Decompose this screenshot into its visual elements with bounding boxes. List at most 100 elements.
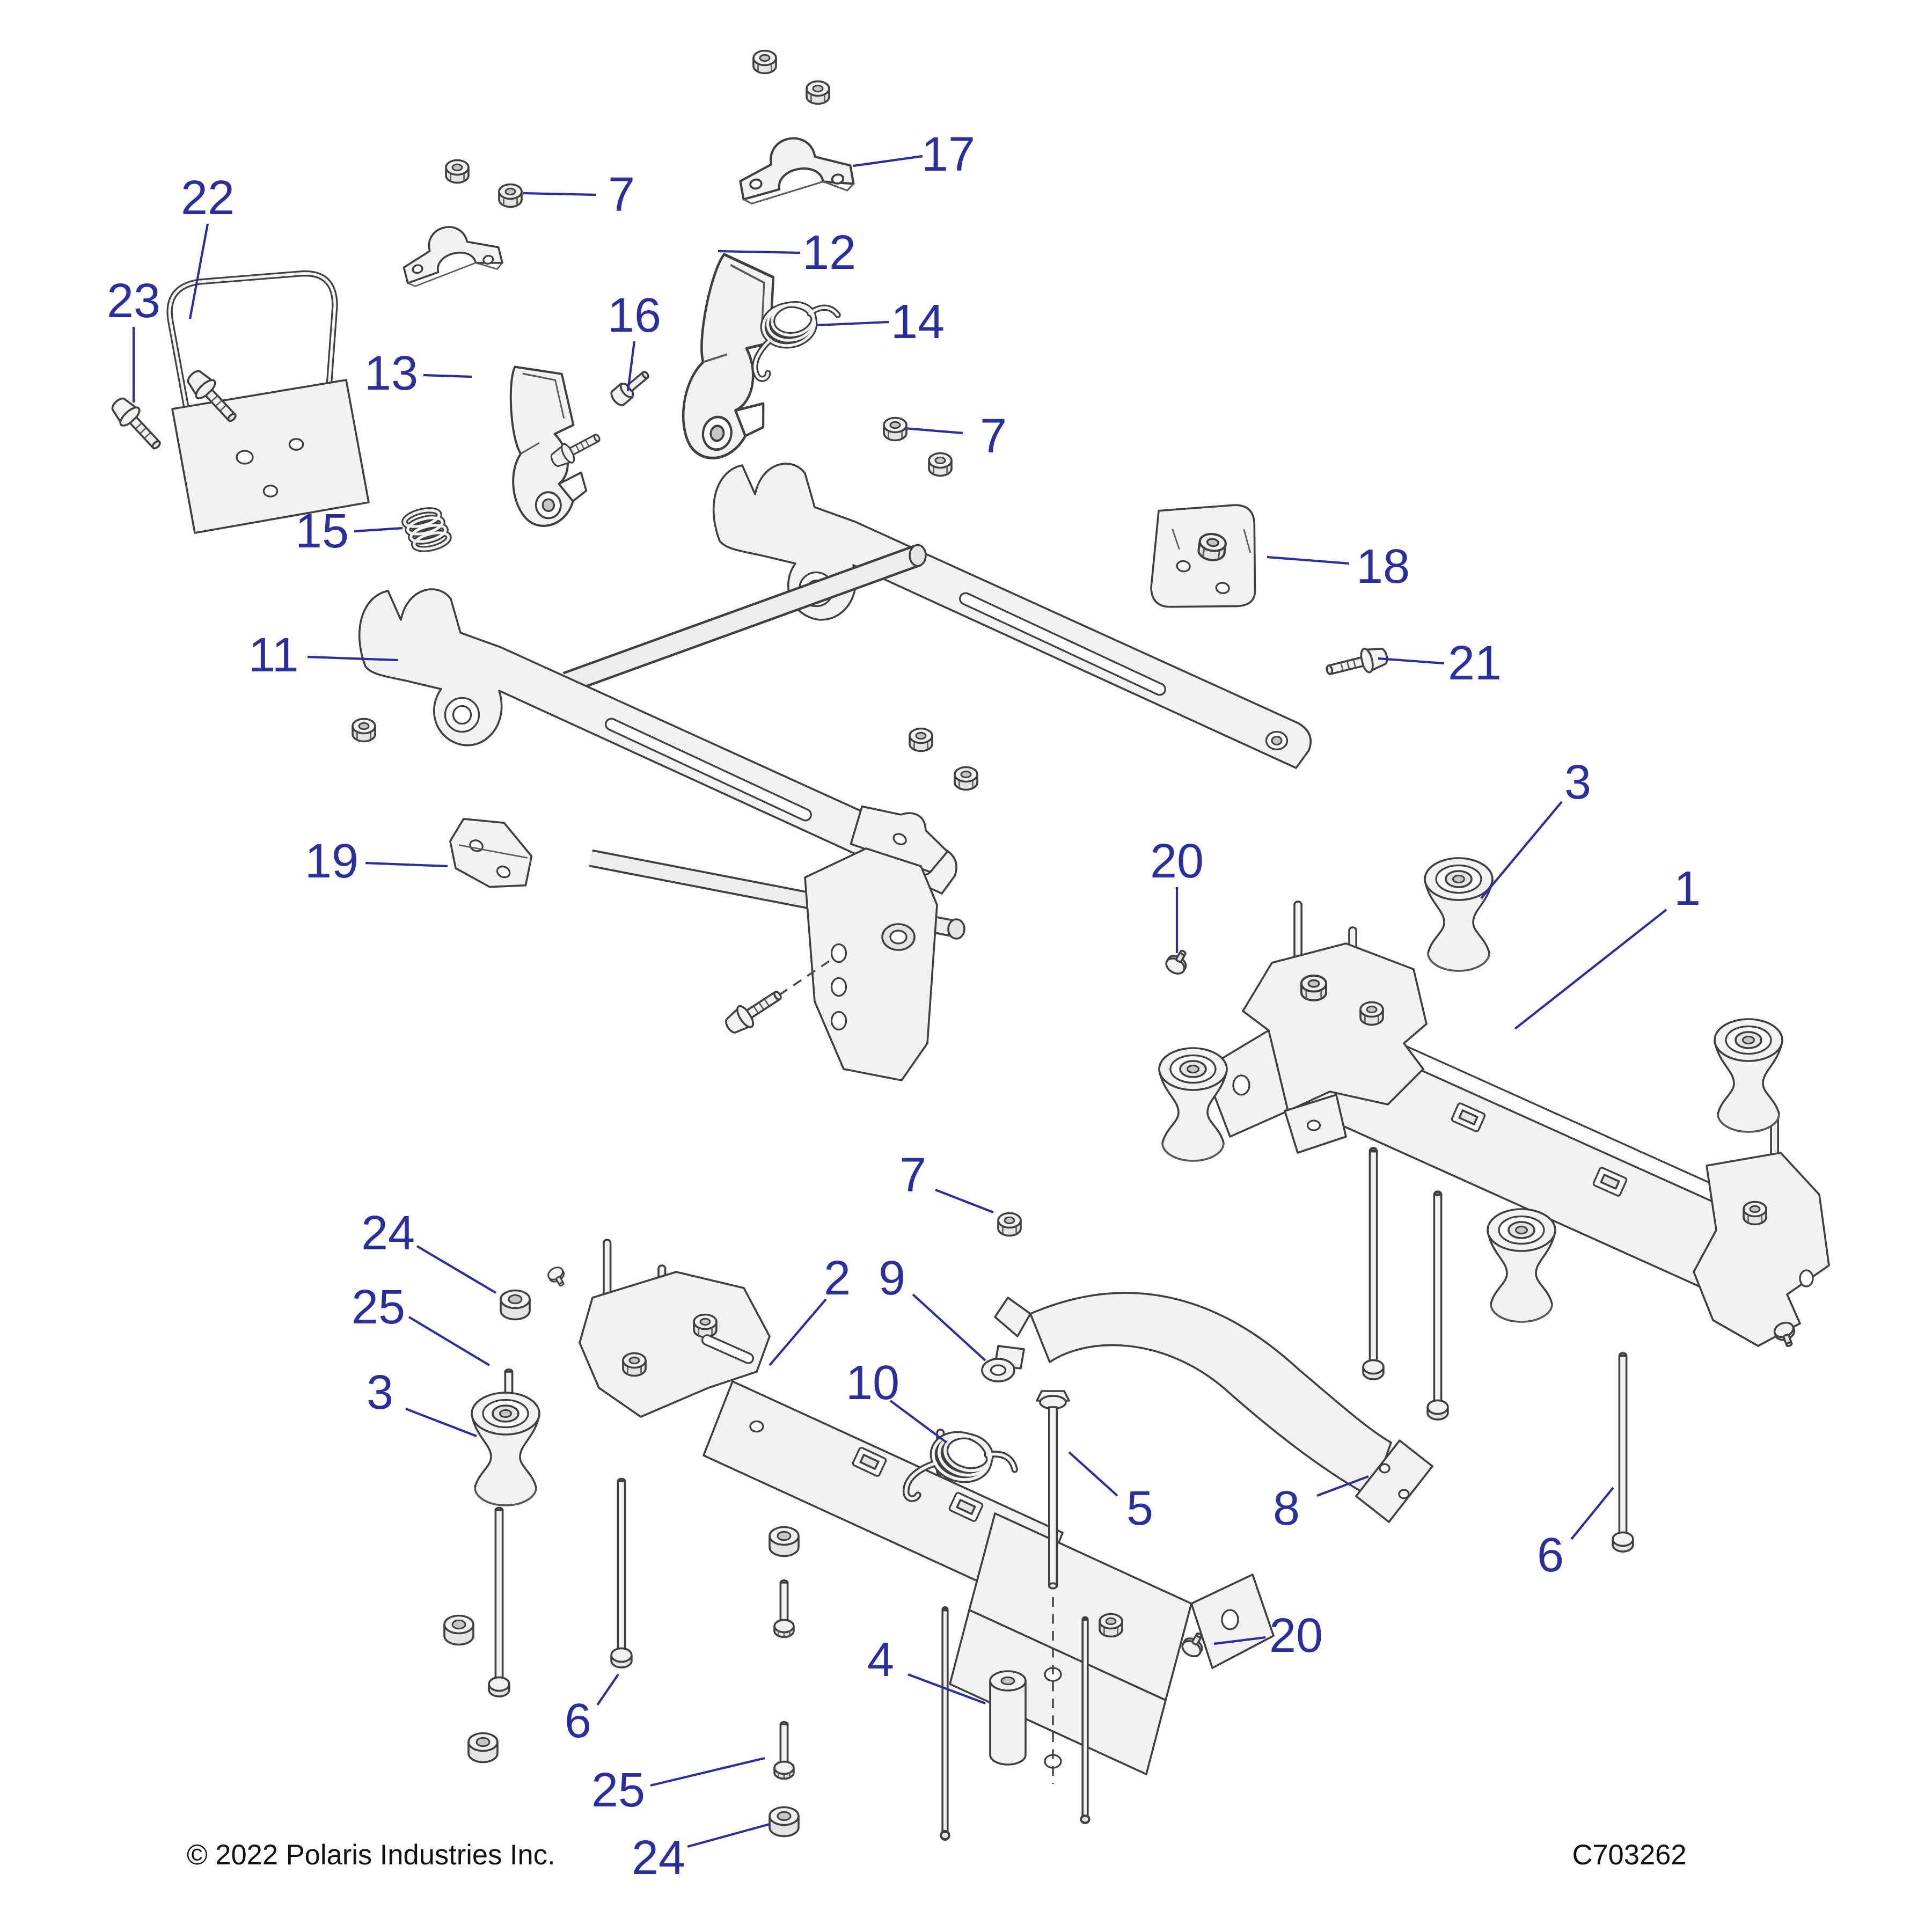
callout-number-14: 14 xyxy=(891,295,945,349)
nut xyxy=(445,159,470,184)
callout-number-13: 13 xyxy=(364,347,418,400)
part-coil-spring-15 xyxy=(403,506,450,553)
nut xyxy=(928,452,953,477)
part-rivet xyxy=(545,1264,570,1290)
part-screw-25 xyxy=(773,1579,795,1638)
part-bushing-24 xyxy=(769,1806,800,1838)
callout-number-12: 12 xyxy=(802,226,856,280)
callout-leader-4 xyxy=(908,1673,986,1704)
callout-number-9: 9 xyxy=(879,1252,905,1305)
part-plate-19 xyxy=(449,818,533,888)
callout-leader-12 xyxy=(718,250,801,254)
part-frame-11 xyxy=(358,463,1312,940)
part-bolt-21 xyxy=(1323,642,1391,683)
callout-number-7: 7 xyxy=(608,168,635,222)
part-clamp xyxy=(396,215,504,292)
part-arm-8 xyxy=(994,1292,1433,1523)
callout-leader-20 xyxy=(1213,1636,1266,1645)
callout-number-16: 16 xyxy=(608,289,661,342)
part-bolt-head xyxy=(610,1647,633,1668)
nut xyxy=(997,1212,1022,1237)
callout-leader-5 xyxy=(1068,1451,1118,1497)
callout-number-5: 5 xyxy=(1126,1482,1153,1535)
nut xyxy=(909,727,933,752)
part-bushing-24 xyxy=(500,1289,531,1321)
callout-number-10: 10 xyxy=(846,1356,899,1410)
nut xyxy=(752,49,777,75)
callout-leader-15 xyxy=(354,526,403,533)
callout-number-24: 24 xyxy=(361,1206,415,1260)
callout-leader-17 xyxy=(853,155,923,167)
part-roller xyxy=(1158,1047,1228,1162)
part-bracket-2 xyxy=(579,1239,1275,1784)
part-pin xyxy=(1081,1618,1089,1823)
nut xyxy=(806,80,830,105)
callout-leader-10 xyxy=(889,1400,948,1444)
part-bolt-23 xyxy=(106,392,168,456)
callout-leader-8 xyxy=(1316,1475,1369,1497)
callout-leader-2 xyxy=(769,1298,827,1366)
callout-number-24: 24 xyxy=(632,1831,685,1885)
callout-number-8: 8 xyxy=(1273,1482,1300,1535)
copyright-text: © 2022 Polaris Industries Inc. xyxy=(187,1839,555,1871)
part-rail-end-plate xyxy=(720,847,938,1081)
callout-leader-25 xyxy=(408,1316,491,1366)
part-screw-25 xyxy=(773,1721,795,1780)
part-roller-3 xyxy=(471,1392,540,1506)
callout-leader-14 xyxy=(816,320,889,327)
callout-number-25: 25 xyxy=(352,1280,405,1334)
part-roller xyxy=(1714,1018,1783,1133)
callout-number-18: 18 xyxy=(1356,540,1410,594)
callout-number-19: 19 xyxy=(305,835,358,888)
callout-leader-7 xyxy=(935,1189,994,1213)
callout-number-21: 21 xyxy=(1448,636,1502,690)
callout-number-2: 2 xyxy=(824,1252,851,1305)
part-roller-3 xyxy=(1424,857,1494,972)
part-roller xyxy=(1487,1208,1556,1323)
callout-leader-25 xyxy=(650,1757,765,1787)
part-washer-9 xyxy=(981,1358,1015,1382)
part-bolt-5 xyxy=(1036,1390,1070,1590)
part-bushing xyxy=(443,1614,474,1646)
nut xyxy=(498,183,523,208)
callout-number-25: 25 xyxy=(591,1763,645,1817)
callout-number-11: 11 xyxy=(248,628,298,682)
callout-number-1: 1 xyxy=(1674,862,1701,916)
nut xyxy=(352,718,376,743)
callout-number-4: 4 xyxy=(867,1633,894,1687)
callout-number-17: 17 xyxy=(921,128,975,181)
part-plate-18 xyxy=(1150,504,1256,608)
part-bolt-head xyxy=(488,1676,510,1697)
callout-number-15: 15 xyxy=(295,504,349,558)
callout-number-3: 3 xyxy=(367,1366,393,1419)
part-code-text: C703262 xyxy=(1572,1839,1686,1871)
callout-leader-21 xyxy=(1378,657,1445,665)
callout-number-6: 6 xyxy=(1537,1528,1564,1582)
callout-leader-9 xyxy=(912,1293,986,1362)
callout-leader-7 xyxy=(523,192,596,196)
callout-leader-19 xyxy=(365,861,448,868)
callout-number-7: 7 xyxy=(980,409,1007,463)
callout-leader-18 xyxy=(1267,555,1350,565)
callout-number-3: 3 xyxy=(1564,756,1591,809)
callout-leader-11 xyxy=(307,655,398,662)
callout-number-23: 23 xyxy=(107,274,160,328)
callout-number-20: 20 xyxy=(1269,1609,1323,1663)
callout-leader-1 xyxy=(1514,909,1667,1030)
callout-leader-22 xyxy=(188,223,209,319)
callout-leader-24 xyxy=(687,1823,770,1848)
part-bushing xyxy=(769,1526,800,1557)
part-spacer-4 xyxy=(989,1670,1027,1766)
callout-number-20: 20 xyxy=(1150,835,1204,888)
part-hoop-22 xyxy=(166,270,370,534)
part-bolt-6 xyxy=(617,1477,626,1653)
callout-leader-24 xyxy=(416,1245,497,1294)
nut xyxy=(883,416,908,442)
part-bolt-6 xyxy=(494,1506,504,1682)
callout-leader-7 xyxy=(904,427,963,435)
nut xyxy=(954,766,978,791)
part-latch-12 xyxy=(676,252,792,466)
callout-leader-3 xyxy=(405,1408,477,1437)
